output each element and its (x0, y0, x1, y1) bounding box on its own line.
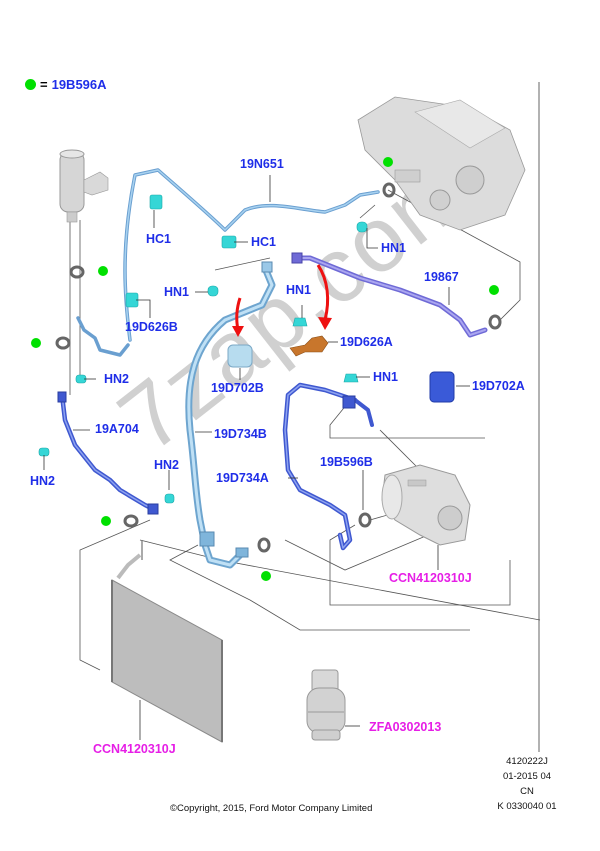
fitting (342, 395, 356, 409)
compressor (381, 464, 471, 546)
legend-code[interactable]: 19B596A (51, 77, 107, 92)
green-dot-icon (25, 79, 36, 90)
label-19D702A[interactable]: 19D702A (472, 379, 525, 393)
label-HC1[interactable]: HC1 (251, 235, 277, 249)
condenser (111, 541, 223, 743)
label-19D734B[interactable]: 19D734B (214, 427, 267, 441)
label-CCN4120310J-compressor[interactable]: CCN4120310J (389, 571, 472, 585)
label-19D626A[interactable]: 19D626A (340, 335, 393, 349)
label-19D626B[interactable]: 19D626B (125, 320, 178, 334)
legend: = 19B596A (25, 77, 107, 92)
red-arrows (235, 264, 330, 331)
label-HN2[interactable]: HN2 (154, 458, 180, 472)
fitting (199, 531, 215, 547)
label-leaders (43, 175, 470, 740)
label-19A704[interactable]: 19A704 (95, 422, 139, 436)
receiver-drier (59, 149, 109, 223)
label-19D702B[interactable]: 19D702B (211, 381, 264, 395)
fitting (147, 503, 159, 515)
green-markers (31, 157, 499, 581)
fitting (235, 547, 249, 558)
meta-date: 01-2015 04 (502, 771, 552, 782)
meta-ref: K 0330040 01 (497, 801, 557, 812)
fitting (261, 261, 273, 273)
label-19D734A[interactable]: 19D734A (216, 471, 269, 485)
diagram-meta: 4120222J 01-2015 04 CN K 0330040 01 (472, 754, 582, 814)
refrigerant-cylinder (306, 669, 346, 741)
clips (38, 194, 368, 504)
meta-region: CN (520, 786, 534, 797)
label-19B596B[interactable]: 19B596B (320, 455, 373, 469)
label-HN1[interactable]: HN1 (373, 370, 399, 384)
meta-code: 4120222J (506, 756, 548, 767)
label-CCN4120310J-condenser[interactable]: CCN4120310J (93, 742, 176, 756)
cap-19D702B (227, 344, 253, 368)
legend-equals: = (40, 77, 48, 92)
label-HN1[interactable]: HN1 (286, 283, 312, 297)
fitting (57, 391, 67, 403)
hvac-unit (357, 96, 526, 231)
cap-19D702A (429, 371, 455, 403)
label-HN2[interactable]: HN2 (104, 372, 130, 386)
pipe-19A704 (59, 392, 158, 513)
copyright: ©Copyright, 2015, Ford Motor Company Lim… (170, 803, 373, 814)
pipes (59, 168, 488, 569)
label-ZFA0302013[interactable]: ZFA0302013 (369, 720, 442, 734)
label-19N651[interactable]: 19N651 (240, 157, 284, 171)
label-HN1[interactable]: HN1 (164, 285, 190, 299)
label-HC1[interactable]: HC1 (146, 232, 172, 246)
fitting (291, 252, 303, 264)
bracket-19D626A (289, 335, 329, 357)
label-HN1[interactable]: HN1 (381, 241, 407, 255)
label-19867[interactable]: 19867 (424, 270, 459, 284)
label-HN2[interactable]: HN2 (30, 474, 56, 488)
o-rings (55, 182, 502, 553)
pipe-19N651 (123, 168, 380, 342)
